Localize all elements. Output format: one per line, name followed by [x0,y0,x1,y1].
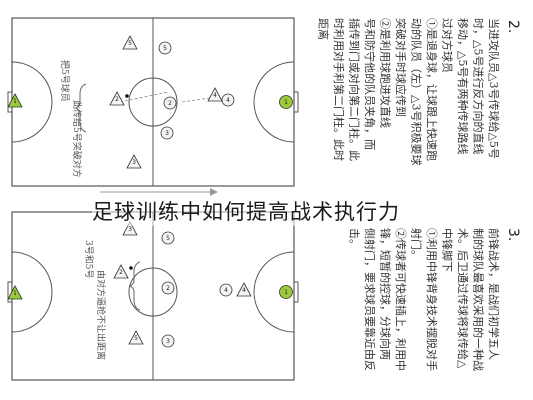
player-number: 4 [224,287,228,294]
player-marker: 2 [109,91,125,106]
instruction-section-2: 2. 当进攻队员△3号传球给△5号时，△5号进行反方向的直线移动，△5号有两种传… [317,18,522,165]
player-marker: 2 [161,281,175,295]
field-diagram-2: 3号和5号 由对方逼抢不让出距离 1 2 3 4 5 2 3 4 5 1 [7,211,299,381]
player-number: 5 [166,235,170,242]
player-marker: 3 [122,221,138,236]
player-marker: 3 [160,126,174,140]
player-number: 1 [13,98,17,105]
instruction-line: ①是退身球，让球跟上快速跑 [425,18,439,161]
player-marker: 4 [207,87,223,102]
section-number: 2. [505,20,521,33]
player-number: 2 [119,269,123,276]
instruction-line: ①利用中锋背身技术摆脱对手 [425,228,439,371]
instruction-line: 侧射门，要求球员要靠近由反 [363,228,377,371]
field-diagram-1: 1 2 3 4 5 2 3 4 5 1 把5号球员 此传给5号突破对方 [7,17,299,187]
player-marker: 4 [236,282,252,297]
instruction-line: 移动，△5号有两种传球路线 [456,18,470,154]
instruction-line: 突破对手时球应传到 [394,18,408,117]
player-number: 4 [226,97,230,104]
instruction-line: 时，△5号进行反方向的直线 [472,18,486,154]
flow-arrow [100,188,218,196]
instruction-line: 射门。 [410,228,424,261]
instruction-line: ②传球者可快速插上，利用中 [394,228,408,371]
player-marker: 4 [221,93,235,107]
player-number: 3 [128,226,132,233]
instruction-line: 制的球队最喜欢采用的一种战 [472,228,486,371]
instruction-line: 锋，短暂的控球，分球向两 [379,228,393,360]
player-marker: 5 [158,41,172,55]
side-note: 此传给5号突破对方 [71,100,83,178]
player-number: 1 [284,99,288,106]
side-note: 由对方逼抢不让出距离 [95,270,107,360]
instruction-line: 距离 [317,18,331,40]
instruction-line: 号和防守他的队员夹角，而 [363,18,377,150]
player-marker: 3 [161,334,175,348]
instruction-line: 时利用对手利第二门柱。此时 [332,18,346,161]
section-number: 3. [505,228,521,241]
player-number: 2 [115,96,119,103]
player-marker: 4 [219,283,233,297]
instruction-line: 动的队员（左）△3号积极要球 [410,18,424,165]
player-number: 4 [242,287,246,294]
player-number: 2 [168,100,172,107]
player-marker: 1 [7,285,23,300]
instruction-line: 术。后卫通过传球将球传给△ [456,228,470,369]
instruction-section-3: 3. 前锋战术，是战们初学五人制的球队最喜欢采用的一种战术。后卫通过传球将球传给… [348,228,522,371]
instruction-line: 插传到门或对向第二门柱。此 [348,18,362,161]
player-number: 1 [13,290,17,297]
instruction-line: 过对方球员 [441,18,455,73]
player-marker: 2 [113,264,129,279]
player-number: 5 [163,45,167,52]
player-marker: 3 [126,154,142,169]
instruction-line: 前锋战术，是战们初学五人 [487,228,501,360]
player-marker: 2 [163,96,177,110]
player-marker: 5 [128,330,144,345]
instruction-line: 击。 [348,228,361,250]
side-label: 把5号球员 [59,60,71,102]
player-marker: 1 [7,93,23,108]
player-marker: 1 [279,285,293,299]
player-number: 5 [128,40,132,47]
instruction-line: 当进攻队员△3号传球给△5号 [487,18,501,159]
player-number: 5 [134,335,138,342]
player-number: 3 [132,159,136,166]
player-number: 2 [166,285,170,292]
player-number: 3 [165,130,169,137]
instruction-line: 中锋脚下 [441,228,455,272]
player-marker: 5 [161,231,175,245]
player-marker: 1 [279,95,293,109]
side-label: 3号和5号 [83,240,94,278]
player-marker: 5 [122,35,138,50]
instruction-line: ②是利用球跑进攻直线 [379,18,393,128]
player-number: 4 [213,92,217,99]
player-number: 3 [166,338,170,345]
page-caption: 足球训练中如何提高战术执行力 [92,196,400,226]
player-number: 1 [284,289,288,296]
